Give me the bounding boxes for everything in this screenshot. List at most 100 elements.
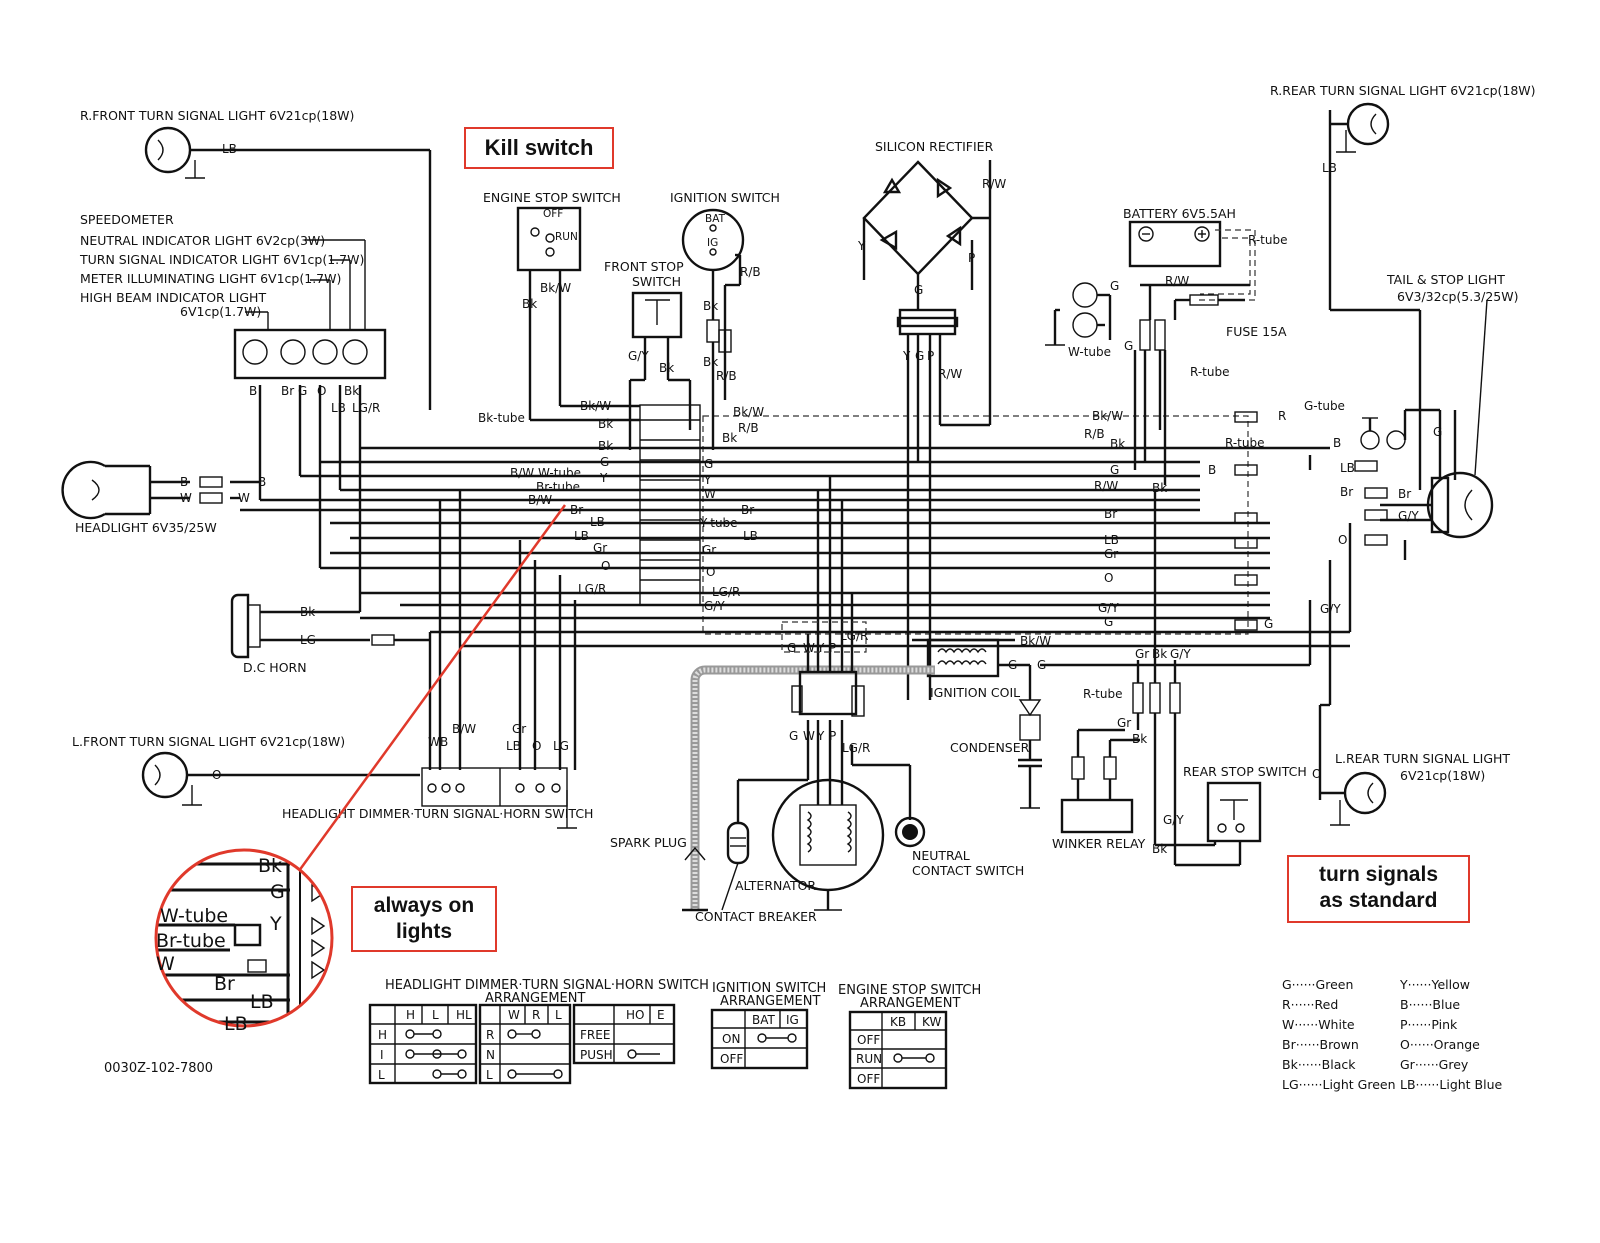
wire-code: LG/R — [712, 585, 740, 599]
wire-code: Bk — [1152, 842, 1167, 856]
wire-code: Bk/W — [1020, 634, 1051, 648]
connector-block — [639, 404, 701, 606]
wire-code: G — [1037, 658, 1046, 672]
wire-code: G — [298, 384, 307, 398]
wire-code: Bk — [703, 299, 718, 313]
wire-code: G/Y — [1163, 813, 1184, 827]
table-cell: N — [486, 1048, 495, 1062]
table-cell: ON — [722, 1032, 740, 1046]
wire-code: LG/R — [842, 741, 870, 755]
table-cell: HO — [626, 1008, 644, 1022]
wire-code: Bk — [1110, 437, 1125, 451]
wire-code: LG — [300, 633, 316, 647]
wire-code: O — [1104, 571, 1113, 585]
winker-relay-label: WINKER RELAY — [1052, 836, 1146, 851]
wire-code: Y — [902, 349, 911, 363]
switch-state: OFF — [543, 208, 563, 220]
wire-code: W — [180, 491, 192, 505]
wire-code: W — [803, 729, 815, 743]
wire-code: P — [927, 349, 934, 363]
wire-code: R/B — [716, 369, 737, 383]
wire-code: LB — [222, 142, 237, 156]
legend-item: G······Green — [1282, 977, 1354, 992]
wire-code: R — [1278, 409, 1286, 423]
wire-code: Gr — [702, 543, 716, 557]
inset-label: W — [156, 953, 175, 975]
table-cell: OFF — [857, 1033, 880, 1047]
legend-item: B······Blue — [1400, 997, 1461, 1012]
tube-label: W-tube — [1068, 345, 1111, 359]
dimmer-table-title-1: HEADLIGHT DIMMER·TURN SIGNAL·HORN SWITCH — [385, 978, 709, 993]
legend-item: Gr······Grey — [1400, 1057, 1469, 1072]
legend-item: Bk······Black — [1282, 1057, 1356, 1072]
wire-code: LB — [1322, 161, 1337, 175]
wire-code: Bk — [300, 605, 315, 619]
tube-label: G-tube — [1304, 399, 1345, 413]
neutral-contact-label-1: NEUTRAL — [912, 848, 970, 863]
meter-illum-label: METER ILLUMINATING LIGHT 6V1cp(1.7W) — [80, 271, 341, 286]
ignition-table — [710, 1008, 809, 1070]
wire-code: O — [1338, 533, 1347, 547]
wire-code: G — [600, 455, 609, 469]
tail-stop-light — [1380, 299, 1494, 539]
wire-code: LB — [1104, 533, 1119, 547]
inset-label: LB — [224, 1013, 248, 1035]
wire-code: Bk — [344, 384, 359, 398]
kill-switch-text: Kill switch — [484, 135, 594, 160]
wire-code: Bk — [659, 361, 674, 375]
silicon-rectifier-label: SILICON RECTIFIER — [875, 139, 994, 154]
dc-horn — [230, 593, 430, 659]
turn-indicator-label: TURN SIGNAL INDICATOR LIGHT 6V1cp(1.7W) — [79, 252, 364, 267]
wire-code: Br — [741, 503, 754, 517]
front-stop-switch — [628, 291, 692, 450]
l-rear-turn-label-1: L.REAR TURN SIGNAL LIGHT — [1335, 751, 1510, 766]
wire-code: LB — [574, 529, 589, 543]
wire-code: Bk/W — [733, 405, 764, 419]
neutral-indicator-label: NEUTRAL INDICATOR LIGHT 6V2cp(3W) — [80, 233, 325, 248]
wire-code: G — [1104, 615, 1113, 629]
table-cell: HL — [456, 1008, 472, 1022]
table-cell: L — [432, 1008, 439, 1022]
wire-code: LG/R — [578, 582, 606, 596]
wire-code: Bk — [598, 417, 613, 431]
table-cell: RUN — [856, 1052, 882, 1066]
wire-code: LB — [1340, 461, 1355, 475]
wire-code: G/Y — [1170, 647, 1191, 661]
wire-code: R/W — [938, 367, 962, 381]
wire-code: Br — [281, 384, 294, 398]
wire-code: G — [914, 283, 923, 297]
wire-code: R/W — [1165, 274, 1189, 288]
wire-code: G — [1008, 658, 1017, 672]
legend-item: W······White — [1282, 1017, 1355, 1032]
wire-code: O — [317, 384, 326, 398]
always-on-callout: always on lights — [351, 886, 497, 952]
wire-code: O — [212, 768, 221, 782]
high-beam-label-2: 6V1cp(1.7W) — [180, 304, 261, 319]
table-cell: R — [486, 1028, 494, 1042]
wire-code: G/Y — [704, 599, 725, 613]
dc-horn-label: D.C HORN — [243, 660, 307, 675]
wire-code: Gr — [512, 722, 526, 736]
wire-code: P — [829, 729, 836, 743]
wire-code: G — [787, 641, 796, 655]
right-connectors — [1234, 408, 1442, 631]
table-cell: PUSH — [580, 1048, 613, 1062]
wire-code: G — [1110, 279, 1119, 293]
l-rear-turn-light — [1320, 771, 1387, 826]
wire-code: W — [238, 491, 250, 505]
inset-label: Br-tube — [156, 930, 226, 952]
front-stop-label-2: SWITCH — [632, 274, 681, 289]
wire-code: Y — [703, 473, 712, 487]
wire-code: Bk — [1132, 732, 1147, 746]
legend-item: Br······Brown — [1282, 1037, 1359, 1052]
wire-code: R/W — [982, 177, 1006, 191]
battery-label: BATTERY 6V5.5AH — [1123, 206, 1236, 221]
dimmer-table — [368, 1003, 676, 1085]
tube-label: Bk-tube — [478, 411, 525, 425]
wire-code: G/Y — [628, 349, 649, 363]
wire-code: LB — [590, 515, 605, 529]
part-code: 0030Z-102-7800 — [104, 1061, 214, 1076]
wire-code: Gr — [1135, 647, 1149, 661]
tail-stop-label-2: 6V3/32cp(5.3/25W) — [1397, 289, 1519, 304]
